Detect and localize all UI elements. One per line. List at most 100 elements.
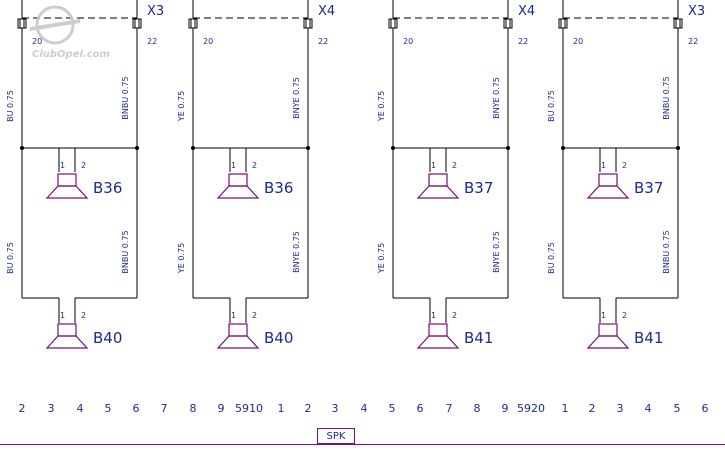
speaker-pin2: 2 [81, 161, 86, 170]
wire-label: BU 0.75 [547, 242, 556, 274]
speaker-label: B40 [264, 329, 293, 347]
pin-right-number: 22 [147, 37, 157, 46]
pin-left-number: 20 [203, 37, 213, 46]
grid-number: 6 [417, 402, 424, 415]
speaker-pin1: 1 [601, 311, 606, 320]
speaker-pin2: 2 [81, 311, 86, 320]
pin-left-number: 20 [403, 37, 413, 46]
wire-label: BNBU 0.75 [662, 76, 671, 119]
wire-label: BU 0.75 [6, 242, 15, 274]
grid-number: 2 [305, 402, 312, 415]
grid-number: 5910 [235, 402, 263, 415]
connector-label: X4 [518, 4, 535, 19]
terminal-left-icon [558, 18, 568, 29]
speaker-pin1: 1 [60, 161, 65, 170]
grid-number: 5 [389, 402, 396, 415]
speaker-pin2: 2 [452, 311, 457, 320]
grid-number: 7 [161, 402, 168, 415]
wire-label: BNBU 0.75 [121, 76, 130, 119]
grid-number: 2 [19, 402, 26, 415]
speaker-label: B37 [464, 179, 493, 197]
speaker-pin2: 2 [622, 161, 627, 170]
watermark-logo: ClubOpel.com [30, 5, 110, 60]
grid-number: 4 [645, 402, 652, 415]
speaker-pin2: 2 [252, 161, 257, 170]
terminal-right-icon [303, 18, 313, 29]
grid-number: 5920 [517, 402, 545, 415]
grid-number: 8 [190, 402, 197, 415]
speaker-label: B40 [93, 329, 122, 347]
speaker-label: B41 [634, 329, 663, 347]
wire-label: YE 0.75 [177, 243, 186, 274]
speaker-pin1: 1 [231, 161, 236, 170]
speaker-pin1: 1 [431, 311, 436, 320]
grid-number: 3 [332, 402, 339, 415]
terminal-right-icon [673, 18, 683, 29]
grid-number: 8 [474, 402, 481, 415]
grid-number: 1 [278, 402, 285, 415]
sheet-bottom-border [0, 444, 725, 445]
connector-label: X3 [688, 4, 705, 19]
speaker-pin1: 1 [601, 161, 606, 170]
wire-label: BNYE 0.75 [492, 77, 501, 119]
connector-label: X3 [147, 4, 164, 19]
terminal-right-icon [503, 18, 513, 29]
grid-number: 7 [446, 402, 453, 415]
grid-number: 2 [589, 402, 596, 415]
wire-label: BNBU 0.75 [121, 230, 130, 273]
pin-right-number: 22 [688, 37, 698, 46]
speaker-pin1: 1 [60, 311, 65, 320]
grid-number: 6 [702, 402, 709, 415]
speaker-label: B37 [634, 179, 663, 197]
wire-label: BNYE 0.75 [492, 231, 501, 273]
speaker-label: B36 [93, 179, 122, 197]
grid-number: 4 [77, 402, 84, 415]
wire-label: YE 0.75 [177, 91, 186, 122]
grid-number: 3 [48, 402, 55, 415]
speaker-label: B36 [264, 179, 293, 197]
grid-number: 5 [105, 402, 112, 415]
pin-right-number: 22 [518, 37, 528, 46]
grid-number: 6 [133, 402, 140, 415]
wire-label: YE 0.75 [377, 243, 386, 274]
terminal-left-icon [17, 18, 27, 29]
grid-number: 9 [502, 402, 509, 415]
speaker-pin1: 1 [231, 311, 236, 320]
speaker-pin2: 2 [252, 311, 257, 320]
terminal-left-icon [388, 18, 398, 29]
section-tag-spk: SPK [317, 428, 355, 444]
wire-label: YE 0.75 [377, 91, 386, 122]
pin-left-number: 20 [573, 37, 583, 46]
wire-label: BNYE 0.75 [292, 77, 301, 119]
pin-right-number: 22 [318, 37, 328, 46]
grid-number: 3 [617, 402, 624, 415]
wire-label: BNYE 0.75 [292, 231, 301, 273]
opel-logo-icon [35, 5, 75, 45]
terminal-right-icon [132, 18, 142, 29]
watermark-text: ClubOpel.com [32, 49, 110, 60]
grid-number: 4 [361, 402, 368, 415]
speaker-label: B41 [464, 329, 493, 347]
speaker-pin2: 2 [452, 161, 457, 170]
speaker-pin2: 2 [622, 311, 627, 320]
pin-left-number: 20 [32, 37, 42, 46]
connector-label: X4 [318, 4, 335, 19]
terminal-left-icon [188, 18, 198, 29]
grid-number: 1 [562, 402, 569, 415]
wire-label: BNBU 0.75 [662, 230, 671, 273]
grid-number: 9 [218, 402, 225, 415]
